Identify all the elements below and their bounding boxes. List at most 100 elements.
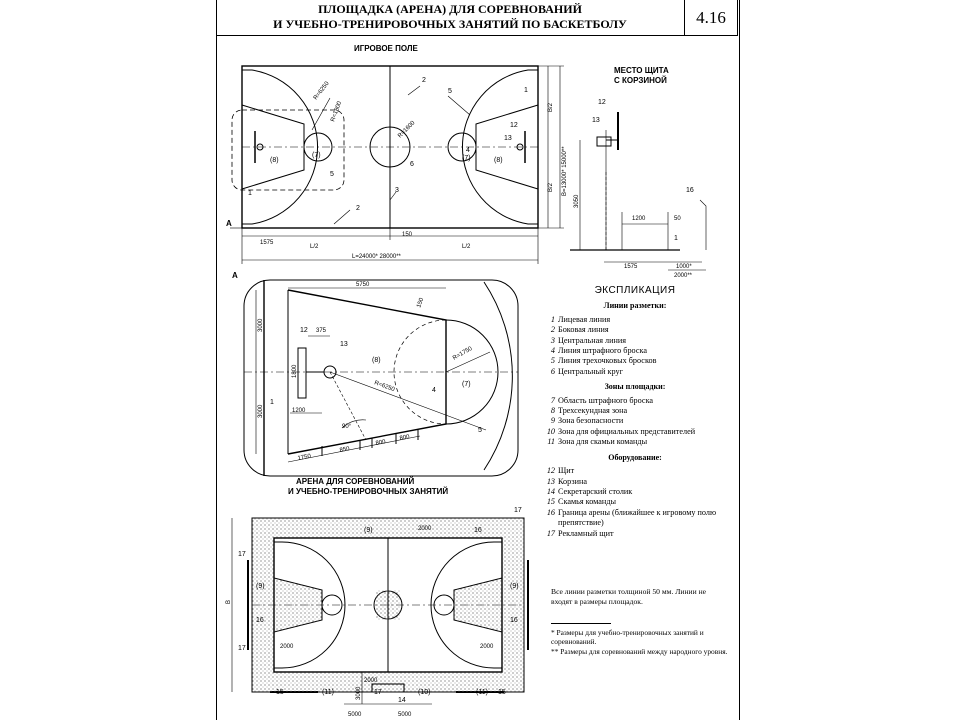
callout-2-bottom: 2 — [356, 205, 360, 212]
backboard-title-1: МЕСТО ЩИТА — [614, 66, 669, 75]
legend-item-number: 17 — [546, 528, 555, 538]
label-1800-detail: 1800 — [292, 364, 298, 378]
detail-r6250-leader — [329, 371, 487, 431]
legend-item-number: 10 — [546, 426, 555, 436]
callout-7-right: (7) — [462, 155, 471, 162]
footnotes: * Размеры для учебно-тренировочных занят… — [551, 628, 729, 656]
legend-item-number: 5 — [550, 356, 555, 366]
legend-item-number: 6 — [550, 366, 555, 376]
legend-zones-title: Зоны площадки: — [604, 382, 666, 392]
callout-8-left: (8) — [270, 157, 279, 164]
label-half-right: L/2 — [462, 244, 471, 250]
callout-9-right: (9) — [510, 583, 519, 590]
legend-item-number: 12 — [546, 466, 555, 476]
label-half-b-top: B/2 — [548, 102, 554, 112]
right-free-throw-circle — [447, 132, 477, 162]
label-150-detail: 150 — [416, 297, 425, 309]
arena-border-line — [699, 199, 707, 250]
legend-item-text: Корзина — [558, 476, 587, 486]
label-2000-top: 2000 — [418, 526, 432, 532]
arena-right-3pt — [430, 541, 502, 669]
label-3000-bottom: 3000 — [258, 404, 264, 418]
legend-item-number: 15 — [546, 497, 555, 507]
label-length: L=24000* 28000** — [352, 254, 402, 260]
label-1575-side: 1575 — [624, 264, 638, 270]
legend-item-text: Боковая линия — [558, 325, 609, 335]
leader-2b — [333, 209, 351, 225]
label-50-side: 50 — [674, 216, 681, 222]
callout-5-right: 5 — [448, 88, 452, 95]
legend-item-text: Секретарский столик — [558, 486, 633, 496]
callout-4-detail: 4 — [432, 387, 436, 394]
arena-left-3pt — [274, 541, 346, 669]
label-r6250: R=6250 — [313, 80, 331, 101]
arena-title-1: АРЕНА ДЛЯ СОРЕВНОВАНИЙ — [296, 477, 414, 486]
label-1200-detail: 1200 — [292, 408, 306, 414]
callout-16-left: 16 — [256, 617, 264, 624]
legend-item-text: Рекламный щит — [558, 528, 614, 538]
callout-16-right: 16 — [510, 617, 518, 624]
callout-6: 6 — [410, 161, 414, 168]
callout-13-right: 13 — [504, 135, 512, 142]
legend-item-number: 4 — [550, 346, 555, 356]
label-5000-right: 5000 — [398, 712, 412, 718]
label-375: 375 — [316, 328, 327, 334]
detail-r1750-leader — [445, 351, 491, 373]
arena-safety-zone — [252, 518, 524, 692]
footnote-1: * Размеры для учебно-тренировочных занят… — [551, 628, 704, 647]
label-800a-lane: 800 — [375, 439, 387, 447]
callout-17-bottom: 17 — [374, 689, 382, 696]
arena-center-fill — [376, 590, 400, 620]
label-2000-right: 2000 — [480, 644, 494, 650]
label-1200-side: 1200 — [632, 216, 646, 222]
callout-12-side: 12 — [598, 99, 606, 106]
legend-item-number: 14 — [546, 486, 555, 496]
legend-item-text: Центральная линия — [558, 335, 627, 345]
legend-item-text: Лицевая линия — [558, 314, 611, 324]
legend-item-text: Трехсекундная зона — [558, 406, 628, 416]
detail-90-arc — [341, 419, 367, 429]
detail-a — [243, 279, 519, 477]
label-half-left: L/2 — [310, 244, 319, 250]
legend-lines-title: Линии разметки: — [603, 301, 667, 311]
legend-item-text: Зона безопасности — [558, 416, 624, 426]
legend-item-number: 13 — [546, 476, 555, 486]
label-850-lane: 850 — [339, 446, 351, 454]
label-1575: 1575 — [260, 240, 274, 246]
legend-item-number: 1 — [550, 314, 555, 324]
callout-16-top: 16 — [474, 527, 482, 534]
leader-r6250 — [311, 97, 331, 131]
callout-1-right: 1 — [524, 87, 528, 94]
callout-1-detail: 1 — [270, 399, 274, 406]
left-basket — [256, 143, 264, 151]
label-2000-side: 2000** — [674, 273, 693, 279]
label-800b-lane: 800 — [399, 434, 411, 442]
detail-backboard — [297, 347, 307, 399]
left-three-point-line — [242, 69, 319, 225]
callout-9-left: (9) — [256, 583, 265, 590]
arena-right-key-fill — [454, 578, 502, 632]
callout-7-left: (7) — [312, 152, 321, 159]
callout-13-side: 13 — [592, 117, 600, 124]
callout-15-right: 15 — [498, 689, 506, 696]
callout-17-top: 17 — [514, 507, 522, 514]
callout-11-right: (11) — [476, 689, 488, 696]
leader-2 — [407, 85, 421, 96]
detail-three-point-arc — [483, 281, 513, 471]
label-3050: 3050 — [574, 194, 580, 208]
label-3000-arena: 3000 — [356, 686, 362, 700]
footnote-2: ** Размеры для соревнований между народн… — [551, 646, 728, 656]
callout-3: 3 — [395, 187, 399, 194]
callout-9-top: (9) — [364, 527, 373, 534]
detail-lane-marks — [321, 430, 419, 456]
